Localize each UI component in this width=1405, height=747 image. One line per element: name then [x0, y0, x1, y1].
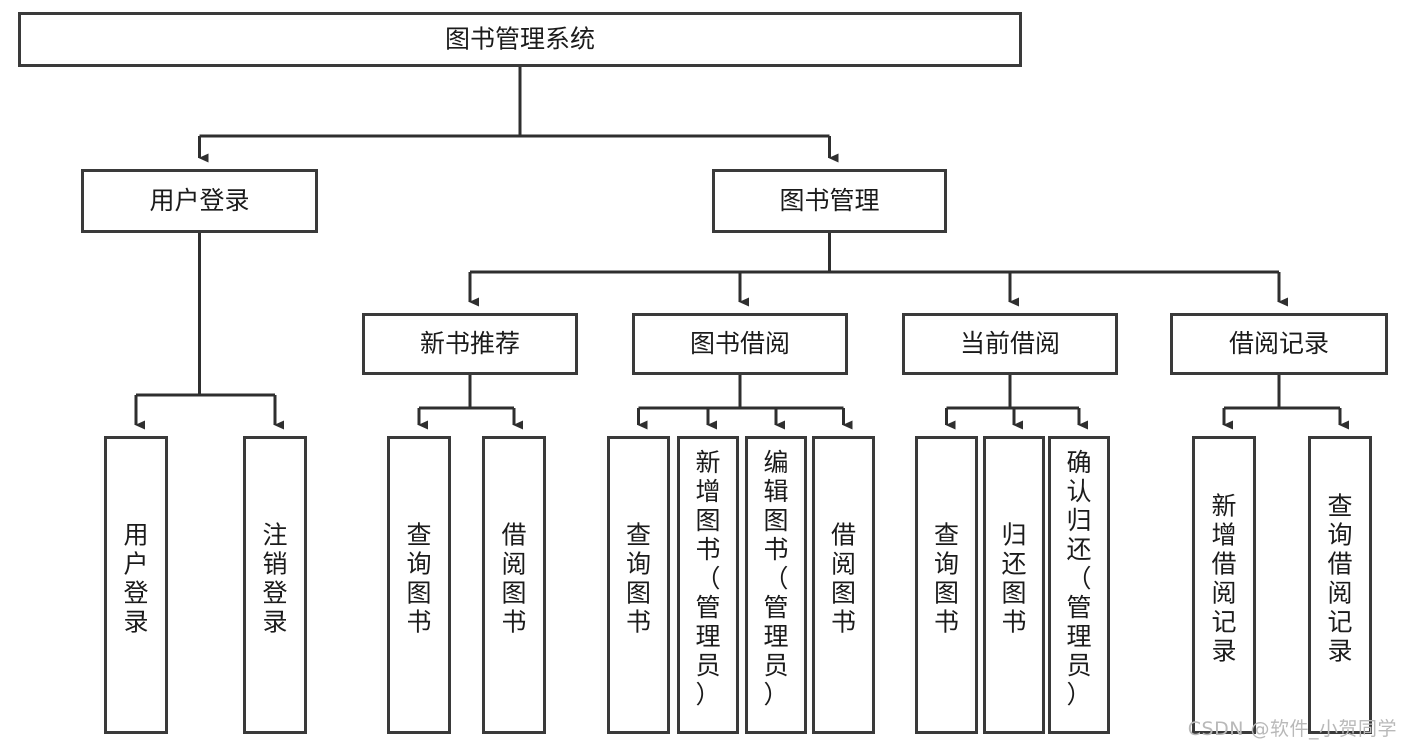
node-label: 查询图书 — [406, 521, 431, 637]
node-leaf-bb-borrow[interactable]: 借阅图书 — [812, 436, 875, 734]
node-label: 借阅图书 — [831, 521, 856, 637]
node-box — [1170, 313, 1388, 375]
node-label: 注销登录 — [262, 521, 287, 637]
node-label: 编辑图书（管理员） — [763, 448, 788, 709]
node-label: 新增图书（管理员） — [695, 448, 720, 709]
node-l1-book-manage[interactable]: 图书管理 — [712, 169, 947, 233]
node-leaf-bb-add[interactable]: 新增图书（管理员） — [677, 436, 739, 734]
node-box — [983, 436, 1045, 734]
node-leaf-br-query[interactable]: 查询借阅记录 — [1308, 436, 1372, 734]
node-l2-borrow-record[interactable]: 借阅记录 — [1170, 313, 1388, 375]
node-box — [745, 436, 807, 734]
node-box — [362, 313, 578, 375]
node-box — [677, 436, 739, 734]
node-box — [387, 436, 451, 734]
node-leaf-cb-return[interactable]: 归还图书 — [983, 436, 1045, 734]
node-leaf-cb-query[interactable]: 查询图书 — [915, 436, 978, 734]
node-box — [902, 313, 1118, 375]
node-l2-new-book-rec[interactable]: 新书推荐 — [362, 313, 578, 375]
node-box — [1192, 436, 1256, 734]
node-box — [915, 436, 978, 734]
node-label: 查询借阅记录 — [1327, 492, 1352, 666]
node-leaf-rec-borrow[interactable]: 借阅图书 — [482, 436, 546, 734]
node-leaf-bb-query[interactable]: 查询图书 — [607, 436, 670, 734]
node-leaf-br-add[interactable]: 新增借阅记录 — [1192, 436, 1256, 734]
node-l1-user-login[interactable]: 用户登录 — [81, 169, 318, 233]
node-leaf-logout[interactable]: 注销登录 — [243, 436, 307, 734]
node-box — [81, 169, 318, 233]
node-leaf-user-login[interactable]: 用户登录 — [104, 436, 168, 734]
node-label: 用户登录 — [149, 186, 249, 215]
node-label: 图书借阅 — [690, 329, 790, 358]
node-box — [607, 436, 670, 734]
node-root[interactable]: 图书管理系统 — [18, 12, 1022, 67]
node-label: 查询图书 — [934, 521, 959, 637]
node-label: 当前借阅 — [960, 329, 1060, 358]
node-box — [712, 169, 947, 233]
node-label: 图书管理系统 — [445, 25, 595, 54]
node-box — [632, 313, 848, 375]
node-label: 用户登录 — [123, 521, 148, 637]
node-label: 确认归还（管理员） — [1066, 448, 1091, 709]
node-leaf-bb-edit[interactable]: 编辑图书（管理员） — [745, 436, 807, 734]
node-l2-current-borrow[interactable]: 当前借阅 — [902, 313, 1118, 375]
node-l2-book-borrow[interactable]: 图书借阅 — [632, 313, 848, 375]
node-leaf-rec-query[interactable]: 查询图书 — [387, 436, 451, 734]
node-box — [18, 12, 1022, 67]
node-label: 借阅图书 — [501, 521, 526, 637]
node-label: 借阅记录 — [1229, 329, 1329, 358]
node-leaf-cb-confirm[interactable]: 确认归还（管理员） — [1048, 436, 1110, 734]
node-label: 新书推荐 — [420, 329, 520, 358]
node-box — [482, 436, 546, 734]
node-box — [104, 436, 168, 734]
node-box — [1308, 436, 1372, 734]
node-label: 图书管理 — [779, 186, 879, 215]
node-box — [812, 436, 875, 734]
node-label: 新增借阅记录 — [1211, 492, 1236, 666]
node-box — [243, 436, 307, 734]
node-layer: 图书管理系统用户登录图书管理新书推荐图书借阅当前借阅借阅记录用户登录注销登录查询… — [18, 12, 1388, 734]
node-label: 查询图书 — [626, 521, 651, 637]
connector-layer — [134, 67, 1349, 430]
node-box — [1048, 436, 1110, 734]
node-label: 归还图书 — [1001, 521, 1026, 637]
